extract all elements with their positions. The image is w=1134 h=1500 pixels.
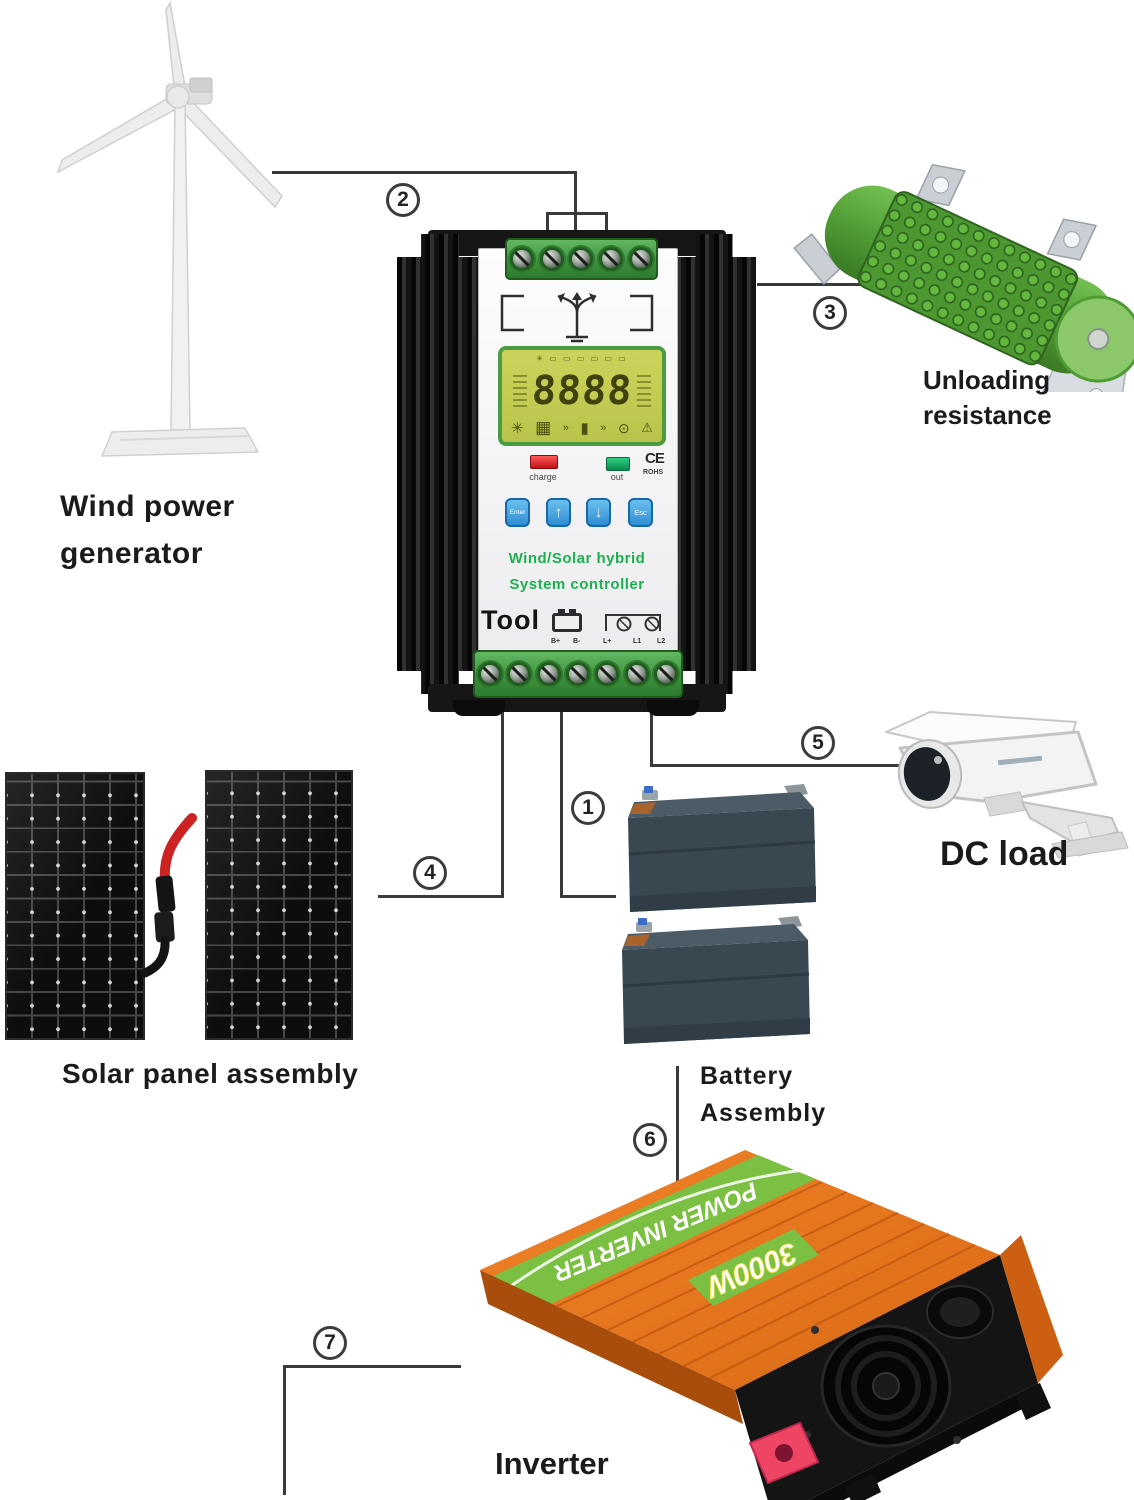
battery-terminal-icon <box>552 609 582 632</box>
unloading-resistance-label: Unloading resistance <box>923 365 1052 430</box>
controller-heatsink-left <box>397 234 483 694</box>
battery-2-illustration <box>622 916 810 1044</box>
terminal-screw-icon <box>565 662 590 686</box>
wire-wind-to-controller <box>574 171 577 216</box>
flow-arrows-icon: » <box>562 422 569 434</box>
battery-1-illustration <box>628 784 816 912</box>
wire-controller-to-battery <box>560 895 616 898</box>
connection-marker-2: 2 <box>386 183 420 217</box>
dc-load-label: DC load <box>940 835 1069 873</box>
out-led <box>606 457 630 471</box>
inverter-illustration: POWER INVERTER 3000W <box>480 1150 1063 1500</box>
up-button[interactable]: ↑ <box>546 498 571 527</box>
wire-controller-to-resistor <box>757 283 889 286</box>
wire-wind-to-controller <box>272 171 576 174</box>
terminal-screw-icon <box>509 247 534 271</box>
mc4-connector-cable <box>140 813 197 978</box>
lcd-digits: 8888 <box>530 367 634 414</box>
terminal-screw-icon <box>477 662 502 686</box>
solar-panel-right <box>205 770 353 1040</box>
controller-title-line1: Wind/Solar hybrid <box>508 550 646 567</box>
terminal-screw-icon <box>595 662 620 686</box>
wind-generator-label: Wind power generator <box>60 490 235 570</box>
down-button[interactable]: ↓ <box>586 498 611 527</box>
connection-marker-4: 4 <box>413 856 447 890</box>
connection-marker-3: 3 <box>813 296 847 330</box>
terminal-screw-icon <box>629 247 654 271</box>
load-l2-label: L2 <box>657 638 666 645</box>
terminal-screw-icon <box>599 247 624 271</box>
battery-assembly-label: Battery Assembly <box>700 1062 827 1127</box>
wire-wind-fork <box>546 212 608 215</box>
load-l-label: L+ <box>603 638 612 645</box>
three-phase-input-symbol <box>500 292 654 343</box>
charge-led-label: charge <box>529 472 557 482</box>
flow-arrows-icon: » <box>600 422 607 434</box>
ce-mark: CE <box>645 450 665 467</box>
cctv-camera-illustration <box>885 711 1129 859</box>
inverter-label: Inverter <box>495 1446 609 1481</box>
lcd-status-icons: ✳ ▭ ▭ ▭ ▭ ▭ ▭ <box>536 354 628 363</box>
wire-inverter-callout <box>283 1365 286 1495</box>
wire-battery-to-inverter <box>676 1066 679 1192</box>
terminal-screw-icon <box>654 662 679 686</box>
wire-wind-fork-prong <box>605 212 608 236</box>
unloading-resistor-illustration <box>793 163 1134 392</box>
charge-led <box>530 455 558 469</box>
connection-marker-7: 7 <box>313 1326 347 1360</box>
load-bulb-icon: ⊙ <box>617 419 630 436</box>
controller-foot <box>647 700 699 716</box>
output-terminal <box>473 650 683 698</box>
battery-positive-label: B+ <box>551 638 561 645</box>
lcd-left-legend <box>512 374 527 407</box>
battery-negative-label: B- <box>573 638 581 645</box>
terminal-screw-icon <box>507 662 532 686</box>
wire-controller-to-solar <box>501 712 504 898</box>
load-terminal-icon <box>605 614 661 632</box>
wind-input-terminal <box>505 238 658 280</box>
wire-inverter-callout <box>283 1365 461 1368</box>
wire-controller-to-battery <box>560 712 563 898</box>
sun-icon: ✳ <box>511 420 524 437</box>
solar-panel-icon: ▦ <box>535 418 552 437</box>
wind-turbine-illustration <box>56 0 283 457</box>
terminal-screw-icon <box>536 662 561 686</box>
wire-wind-fork-prong <box>546 212 549 236</box>
tool-label: Tool <box>481 605 540 635</box>
solar-panel-left <box>5 772 145 1040</box>
wire-wind-fork-prong <box>574 212 577 236</box>
hybrid-controller: ✳ ▭ ▭ ▭ ▭ ▭ ▭ 8888 ✳ ▦ » ▮ » ⊙ ⚠ charge … <box>395 226 760 718</box>
lcd-right-legend <box>637 374 652 407</box>
wire-controller-to-solar <box>378 895 504 898</box>
terminal-screw-icon <box>569 247 594 271</box>
out-led-label: out <box>610 472 624 482</box>
battery-icon: ▮ <box>580 420 589 437</box>
enter-button[interactable]: Enter <box>505 498 530 527</box>
wire-controller-to-dcload <box>650 764 924 767</box>
warning-icon: ⚠ <box>641 420 653 435</box>
wire-controller-to-dcload <box>650 712 653 767</box>
controller-title-line2: System controller <box>509 576 645 593</box>
terminal-screw-icon <box>539 247 564 271</box>
load-l1-label: L1 <box>633 638 642 645</box>
terminal-screw-icon <box>624 662 649 686</box>
connection-marker-5: 5 <box>801 726 835 760</box>
connection-marker-1: 1 <box>571 791 605 825</box>
rohs-mark: ROHS <box>643 469 664 476</box>
esc-button[interactable]: Esc <box>628 498 653 527</box>
controller-foot <box>453 700 505 716</box>
connection-marker-6: 6 <box>633 1123 667 1157</box>
lcd-display: ✳ ▭ ▭ ▭ ▭ ▭ ▭ 8888 ✳ ▦ » ▮ » ⊙ ⚠ <box>498 346 666 446</box>
controller-heatsink-right <box>672 234 756 694</box>
solar-assembly-label: Solar panel assembly <box>62 1058 359 1089</box>
